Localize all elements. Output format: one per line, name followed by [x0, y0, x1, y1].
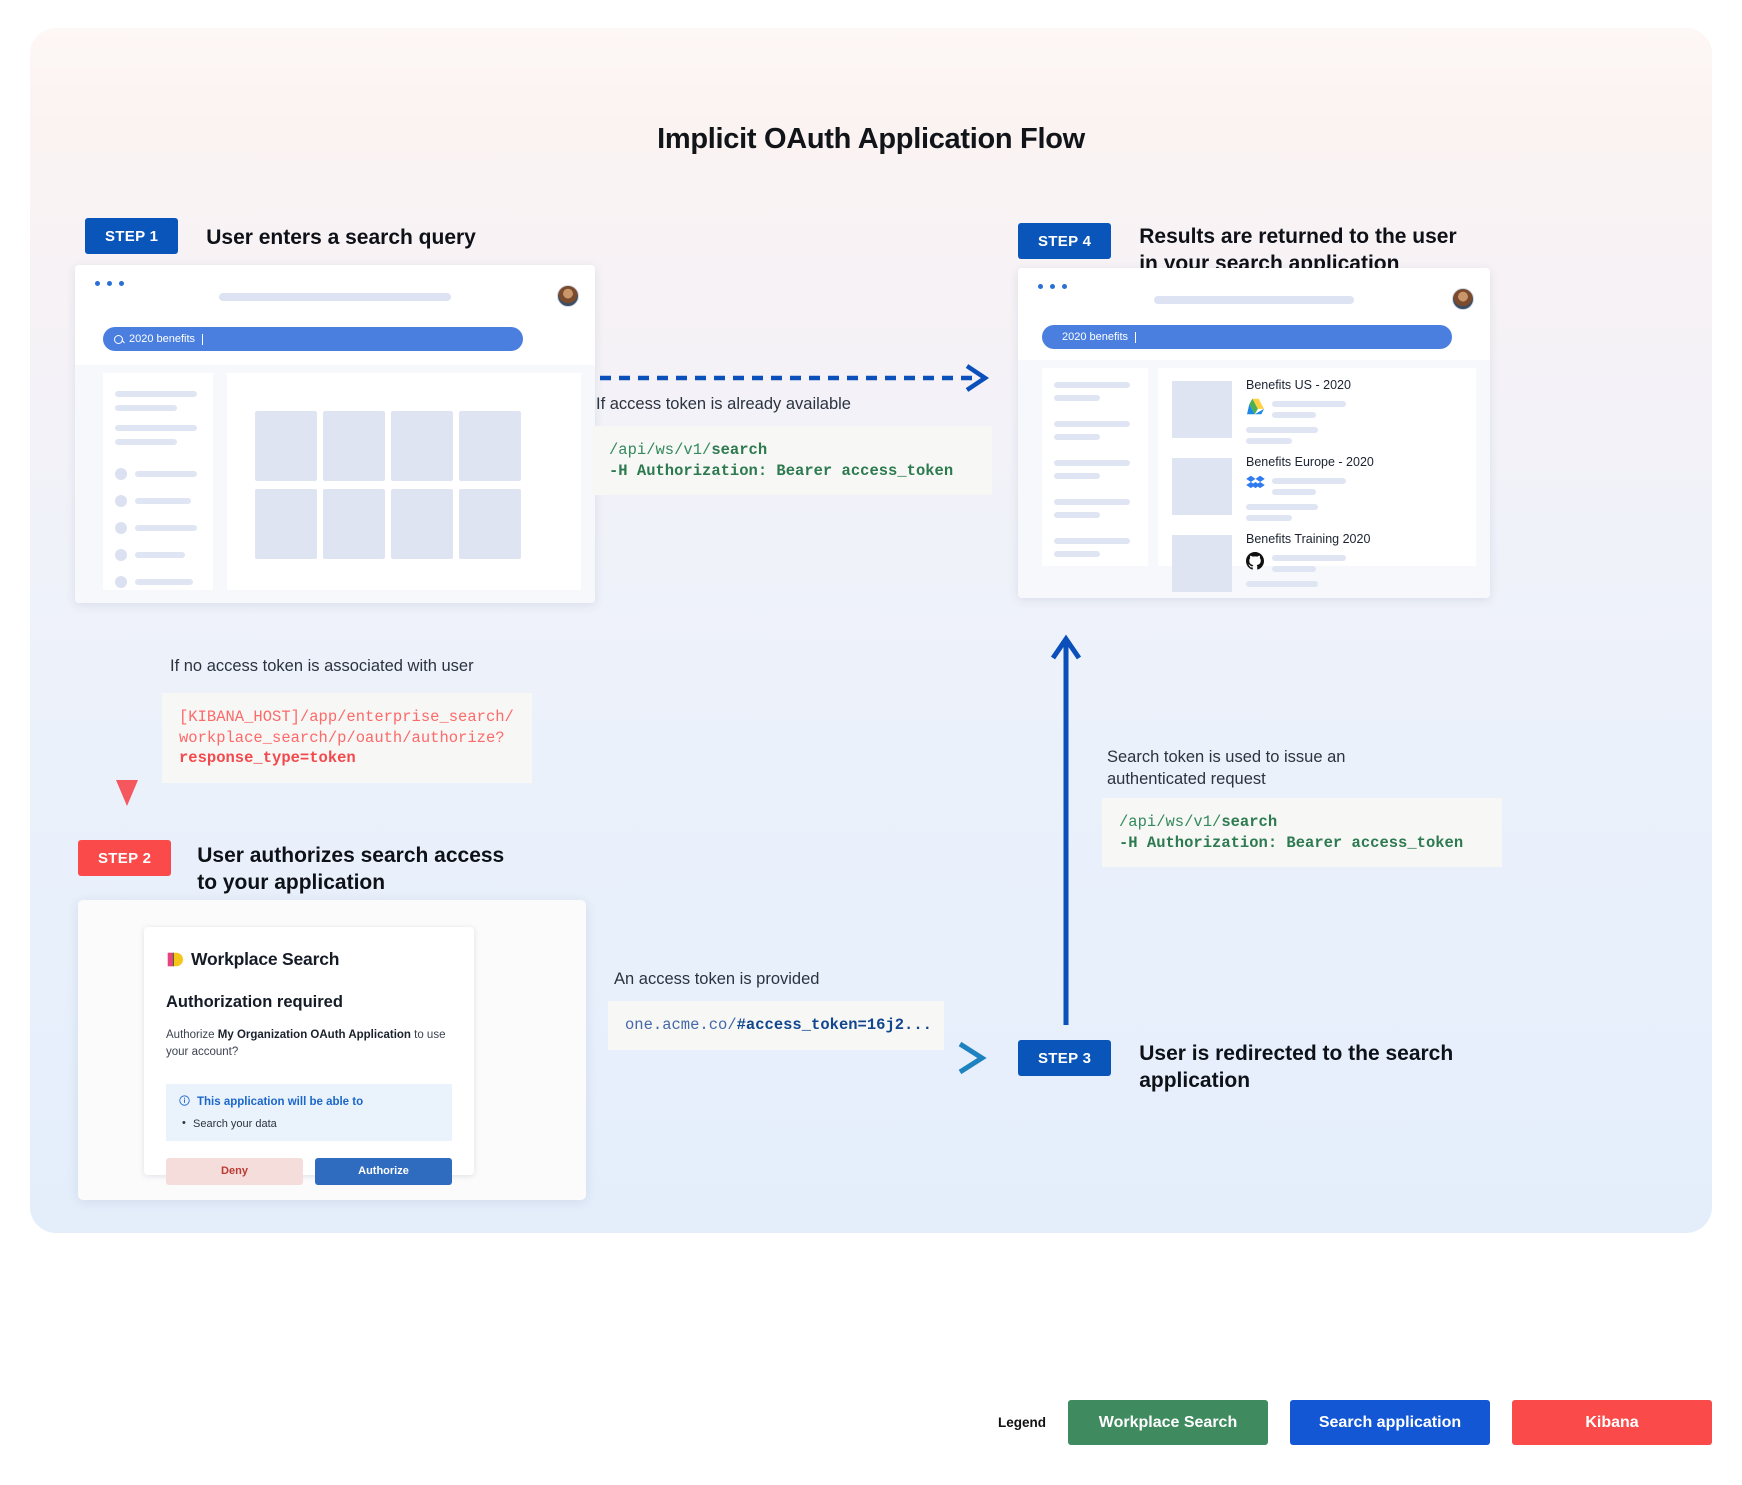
- step-3-chip: STEP 3: [1018, 1040, 1112, 1076]
- facets-column: [103, 373, 213, 590]
- step-1-label: User enters a search query: [206, 226, 476, 249]
- result-title: Benefits US - 2020: [1246, 378, 1351, 392]
- code-search-request-bottom: /api/ws/v1/search-H Authorization: Beare…: [1102, 798, 1502, 868]
- permissions-heading-row: This application will be able to: [179, 1094, 439, 1109]
- facets-column: [1042, 368, 1148, 566]
- results-grid-column: [227, 373, 581, 590]
- diagram-canvas: Implicit OAuth Application Flow STEP 1 U…: [30, 28, 1712, 1233]
- search-app-browser-step4: 2020 benefits Benefits US - 2020: [1018, 268, 1490, 598]
- arrow-token-provided: [592, 1041, 987, 1075]
- code-redirect-url: one.acme.co/#access_token=16j2...: [608, 1001, 944, 1050]
- dropbox-icon: [1246, 475, 1265, 497]
- search-app-browser-step1: 2020 benefits: [75, 265, 595, 603]
- caption-authenticated-request: Search token is used to issue an authent…: [1107, 748, 1346, 789]
- arrow-token-available: [600, 364, 990, 392]
- deny-button[interactable]: Deny: [166, 1157, 303, 1185]
- legend: Legend Workplace Search Search applicati…: [0, 1400, 1742, 1445]
- permissions-heading: This application will be able to: [197, 1095, 364, 1108]
- results-list-column: Benefits US - 2020: [1158, 368, 1476, 592]
- caption-token-provided: An access token is provided: [614, 970, 820, 988]
- caption-no-token: If no access token is associated with us…: [170, 657, 474, 675]
- search-input[interactable]: 2020 benefits: [103, 327, 523, 351]
- window-dots-icon: [95, 281, 124, 286]
- text-caret: [1135, 331, 1137, 343]
- page-title: Implicit OAuth Application Flow: [657, 123, 1085, 155]
- permission-item: Search your data: [179, 1117, 439, 1130]
- step-2-label: User authorizes search access to your ap…: [197, 844, 505, 895]
- arrow-step1-to-step2: [116, 608, 138, 806]
- step-1-chip: STEP 1: [85, 218, 179, 254]
- workplace-search-mark-icon: [166, 951, 183, 968]
- legend-label: Legend: [997, 1415, 1046, 1430]
- avatar: [1452, 288, 1474, 310]
- step-3-label: User is redirected to the search applica…: [1139, 1042, 1454, 1093]
- text-caret: [202, 333, 204, 345]
- code-search-request-top: /api/ws/v1/search-H Authorization: Beare…: [592, 426, 992, 496]
- address-bar-placeholder: [219, 293, 451, 301]
- legend-item-kibana: Kibana: [1512, 1400, 1712, 1445]
- address-bar-placeholder: [1154, 296, 1354, 304]
- arrow-step3-to-step4: [1050, 634, 1082, 1025]
- avatar: [557, 285, 579, 307]
- search-input[interactable]: 2020 benefits: [1042, 325, 1452, 349]
- info-icon: [179, 1094, 190, 1109]
- product-name: Workplace Search: [191, 949, 340, 969]
- window-dots-icon: [1038, 284, 1067, 289]
- authorize-button[interactable]: Authorize: [315, 1157, 452, 1185]
- google-drive-icon: [1246, 398, 1265, 420]
- auth-heading: Authorization required: [166, 993, 343, 1011]
- search-query-value: 2020 benefits: [129, 333, 196, 345]
- results-panel: [75, 365, 595, 603]
- github-icon: [1246, 552, 1264, 575]
- result-title: Benefits Europe - 2020: [1246, 455, 1374, 469]
- workplace-search-logo: Workplace Search: [166, 949, 339, 970]
- legend-item-search-application: Search application: [1290, 1400, 1490, 1445]
- step-2-chip: STEP 2: [78, 840, 172, 876]
- caption-token-available: If access token is already available: [596, 395, 851, 413]
- auth-body: Authorize My Organization OAuth Applicat…: [166, 1029, 446, 1059]
- search-icon: [114, 334, 123, 344]
- authorization-dialog: Workplace Search Authorization required …: [144, 927, 474, 1185]
- step-4-chip: STEP 4: [1018, 223, 1112, 259]
- result-title: Benefits Training 2020: [1246, 532, 1371, 546]
- legend-item-workplace-search: Workplace Search: [1068, 1400, 1268, 1445]
- permissions-box: This application will be able to Search …: [166, 1083, 452, 1141]
- authorization-dialog-shell: Workplace Search Authorization required …: [78, 900, 586, 1200]
- code-kibana-authorize-url: [KIBANA_HOST]/app/enterprise_search/work…: [162, 693, 532, 783]
- results-panel: Benefits US - 2020: [1018, 360, 1490, 598]
- search-query-value: 2020 benefits: [1062, 331, 1129, 343]
